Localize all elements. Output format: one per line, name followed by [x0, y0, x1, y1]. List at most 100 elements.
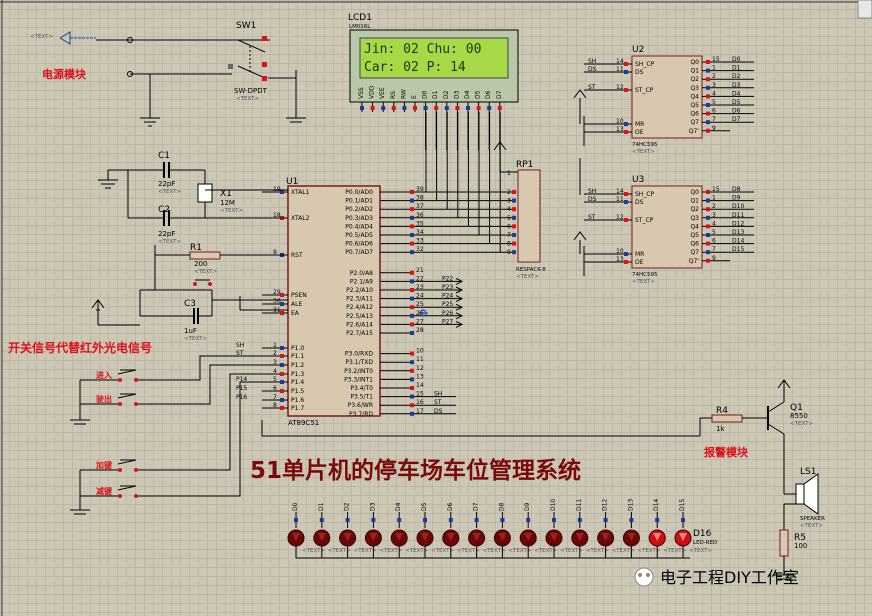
mcu-pin-num: 10: [416, 348, 424, 355]
mcu-pin-num: 5: [273, 376, 277, 383]
mcu-pin-num: 29: [273, 289, 281, 296]
lcd-pin-label: RS: [390, 91, 397, 99]
c1-ref: C1: [158, 151, 170, 161]
svg-text:<TEXT>: <TEXT>: [184, 336, 207, 342]
svg-text:7: 7: [712, 116, 716, 123]
mcu-pin-name: P3.5/T1: [350, 394, 373, 401]
mcu-net-label: P27: [442, 318, 453, 325]
mcu-pin-num: 22: [416, 275, 424, 282]
c1-val: 22pF: [158, 180, 175, 188]
mcu-net-label: P26: [442, 310, 453, 317]
svg-text:14: 14: [616, 188, 624, 195]
svg-text:10: 10: [616, 248, 624, 255]
svg-text:15: 15: [712, 186, 720, 193]
svg-text:Q0: Q0: [690, 59, 699, 66]
mcu-pin-num: 30: [273, 298, 281, 305]
svg-text:DS: DS: [635, 69, 644, 76]
button-label: 进入: [96, 370, 112, 380]
net-label: D14: [732, 238, 744, 245]
svg-text:<TEXT>: <TEXT>: [689, 548, 712, 554]
mcu-pin-num: 37: [416, 203, 424, 210]
lcd-pin-label: D1: [432, 90, 439, 99]
mcu-net-label: SH: [434, 391, 442, 398]
svg-text:3: 3: [712, 212, 716, 219]
x1-val: 12M: [220, 199, 235, 207]
svg-text:ST_CP: ST_CP: [635, 87, 654, 94]
mcu-pin-name: P0.2/AD2: [345, 206, 373, 213]
led-net-label: D4: [395, 502, 402, 511]
mcu-pin-num: 17: [416, 408, 424, 415]
svg-text:1: 1: [712, 65, 716, 72]
mcu-pin-num: 15: [416, 391, 424, 398]
net-label: SH: [588, 58, 596, 65]
u1-part: AT89C51: [288, 419, 319, 427]
svg-text:<TEXT>: <TEXT>: [632, 149, 655, 155]
svg-text:4: 4: [712, 220, 716, 227]
mcu-net-label: DS: [434, 408, 443, 415]
svg-text:OE: OE: [635, 259, 644, 266]
led-net-label: D5: [421, 502, 428, 511]
net-label: D0: [732, 56, 741, 63]
svg-text:<TEXT>: <TEXT>: [457, 548, 480, 554]
mcu-pin-name: P2.0/A8: [350, 270, 373, 277]
mcu-pin-name: P0.6/AD6: [345, 241, 373, 248]
svg-text:OE: OE: [635, 129, 644, 136]
svg-text:<TEXT>: <TEXT>: [405, 548, 428, 554]
svg-text:<TEXT>: <TEXT>: [560, 548, 583, 554]
svg-text:2: 2: [507, 189, 511, 196]
u3-part: 74HC595: [632, 272, 658, 278]
svg-text:Q6: Q6: [690, 111, 699, 118]
svg-text:6: 6: [507, 223, 511, 230]
mcu-pin-num: 21: [416, 267, 424, 274]
sw1-part: SW-DPDT: [234, 87, 268, 95]
net-label: D3: [732, 82, 741, 89]
svg-text:1: 1: [712, 195, 716, 202]
lcd-module: LCD1 LM016L Jin: 02 Chu: 00 Car: 02 P: 1…: [348, 13, 519, 150]
oscillator-section: C1 22pF <TEXT> C2 22pF <TEXT> X1 12M <TE…: [91, 151, 288, 342]
svg-text:<TEXT>: <TEXT>: [431, 548, 454, 554]
u3-ref: U3: [632, 175, 644, 185]
mcu-pin-name: P2.4/A12: [346, 304, 373, 311]
lcd-pin-label: D0: [422, 90, 429, 99]
mcu-pin-num: 13: [416, 373, 424, 380]
button-label: 驶出: [96, 394, 112, 404]
q1-ref: Q1: [790, 403, 803, 413]
sw1-ref: SW1: [236, 21, 256, 31]
c3-val: 1uF: [184, 327, 197, 335]
led-net-label: D1: [318, 502, 325, 511]
mcu-pin-num: 1: [273, 342, 277, 349]
mcu-pin-name: XTAL1: [291, 189, 310, 196]
button-label: 加键: [95, 460, 112, 470]
mcu-pin-name: P3.0/RXD: [345, 351, 373, 358]
mcu-pin-name: P2.1/A9: [350, 278, 373, 285]
net-label: D7: [732, 116, 741, 123]
mcu-net-label: P14: [236, 376, 247, 383]
net-label: D15: [732, 246, 744, 253]
net-label: D11: [732, 212, 744, 219]
mcu-pin-name: EA: [291, 310, 300, 317]
mcu-pin-name: P0.4/AD4: [345, 223, 373, 230]
x1-ref: X1: [220, 189, 232, 199]
led-net-label: D14: [653, 499, 660, 511]
led-net-label: D10: [550, 499, 557, 511]
mcu-pin-num: 39: [416, 186, 424, 193]
rp1-ref: RP1: [516, 160, 533, 170]
mcu-pin-name: P2.6/A14: [346, 321, 373, 328]
svg-text:10: 10: [616, 118, 624, 125]
net-label: DS: [588, 196, 597, 203]
lcd-ref: LCD1: [348, 13, 372, 23]
svg-text:<TEXT>: <TEXT>: [637, 548, 660, 554]
led-net-label: D11: [576, 499, 583, 511]
u2-ref: U2: [632, 45, 644, 55]
net-label: D10: [732, 203, 744, 210]
net-label: D2: [732, 73, 741, 80]
mcu-pin-name: PSEN: [291, 292, 307, 299]
net-label: DS: [588, 66, 597, 73]
mcu-pin-num: 32: [416, 246, 424, 253]
r5-val: 100: [794, 542, 807, 550]
svg-text:SH_CP: SH_CP: [635, 191, 655, 198]
lcd-pin-label: VEE: [379, 87, 386, 99]
